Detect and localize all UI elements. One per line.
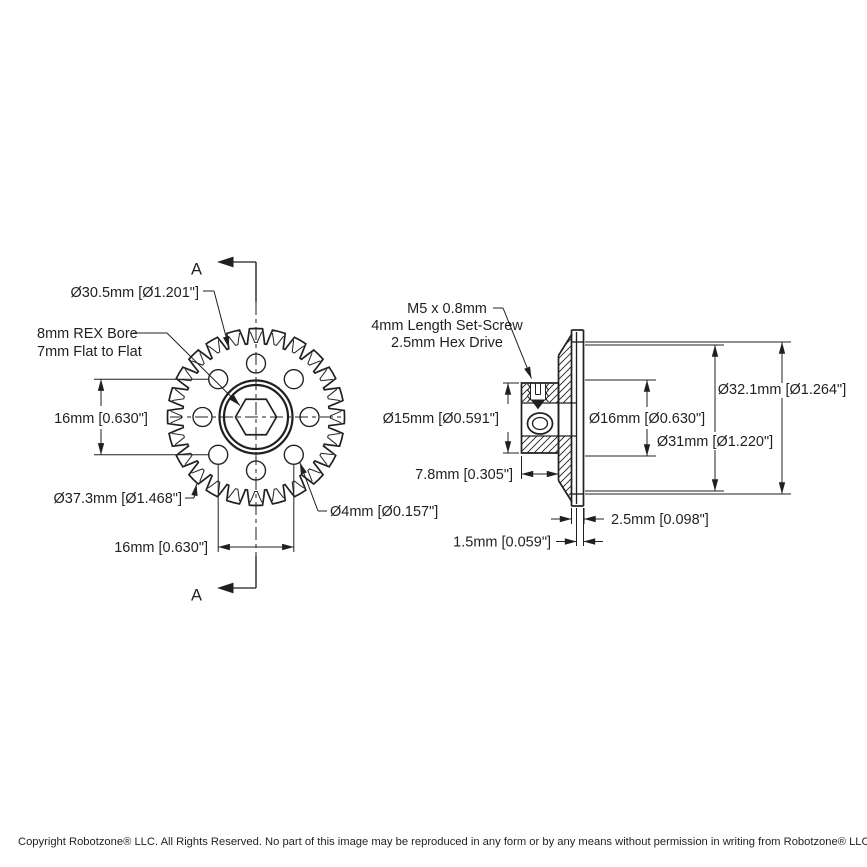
dim-text-inner-flange-diameter: Ø31mm [Ø1.220"] bbox=[657, 434, 773, 450]
label-rex-bore: 8mm REX Bore 7mm Flat to Flat bbox=[37, 326, 241, 406]
dim-inner-flange-diameter: Ø31mm [Ø1.220"] bbox=[585, 344, 773, 492]
dim-text-bore-boss-diameter: Ø16mm [Ø0.630"] bbox=[589, 411, 705, 427]
label-text-rex-bore-line2: 7mm Flat to Flat bbox=[37, 344, 142, 360]
section-hatching bbox=[522, 336, 572, 501]
label-set-screw: M5 x 0.8mm 4mm Length Set-Screw 2.5mm He… bbox=[371, 301, 532, 379]
set-screw bbox=[526, 383, 550, 410]
section-arrow-top-icon bbox=[217, 256, 234, 268]
dim-plate-thickness: 1.5mm [0.059"] bbox=[453, 508, 603, 551]
dim-text-hub-length: 7.8mm [0.305"] bbox=[415, 467, 513, 483]
label-root-diameter: Ø30.5mm [Ø1.201"] bbox=[71, 285, 230, 349]
dim-hub-diameter: Ø15mm [Ø0.591"] bbox=[383, 382, 519, 454]
dim-text-hole-spacing-horizontal: 16mm [0.630"] bbox=[114, 540, 208, 556]
section-line-a-a: A A bbox=[191, 256, 257, 605]
bolt-hole bbox=[245, 460, 267, 481]
dim-bore-boss-diameter: Ø16mm [Ø0.630"] bbox=[585, 379, 705, 457]
label-hole-diameter: Ø4mm [Ø0.157"] bbox=[299, 462, 438, 520]
dim-outer-diameter-section: Ø32.1mm [Ø1.264"] bbox=[585, 341, 846, 495]
label-text-set-screw-line2: 4mm Length Set-Screw bbox=[371, 318, 523, 334]
bolt-hole bbox=[283, 444, 304, 465]
dim-text-plate-thickness: 1.5mm [0.059"] bbox=[453, 535, 551, 551]
label-text-outer-diameter: Ø37.3mm [Ø1.468"] bbox=[54, 491, 182, 507]
label-outer-diameter: Ø37.3mm [Ø1.468"] bbox=[54, 483, 198, 507]
dim-hole-spacing-vertical: 16mm [0.630"] bbox=[54, 378, 210, 456]
front-view: A A 16mm [0.630"] 16mm [0.630"] Ø30.5mm … bbox=[37, 256, 438, 605]
gear-flange-section bbox=[557, 329, 585, 507]
gear-teeth-bevel-lines bbox=[170, 331, 342, 503]
dim-hole-spacing-horizontal: 16mm [0.630"] bbox=[114, 465, 295, 556]
section-label-top: A bbox=[191, 261, 202, 279]
bore-feature-inner bbox=[531, 416, 549, 431]
hex-bore bbox=[234, 398, 278, 436]
hub-inner-circle bbox=[222, 383, 290, 451]
label-text-hole-diameter: Ø4mm [Ø0.157"] bbox=[330, 504, 438, 520]
label-text-set-screw-line1: M5 x 0.8mm bbox=[407, 301, 487, 317]
label-text-rex-bore-line1: 8mm REX Bore bbox=[37, 326, 138, 342]
label-text-set-screw-line3: 2.5mm Hex Drive bbox=[391, 335, 503, 351]
copyright-text: Copyright Robotzone® LLC. All Rights Res… bbox=[18, 836, 867, 848]
bolt-hole bbox=[299, 406, 320, 428]
bolt-hole bbox=[192, 406, 213, 428]
bore-feature-outer bbox=[526, 412, 554, 435]
label-text-root-diameter: Ø30.5mm [Ø1.201"] bbox=[71, 285, 199, 301]
dim-text-hole-spacing-vertical: 16mm [0.630"] bbox=[54, 411, 148, 427]
dim-gear-width: 2.5mm [0.098"] bbox=[551, 508, 709, 528]
dim-text-hub-diameter: Ø15mm [Ø0.591"] bbox=[383, 411, 499, 427]
dim-hub-length: 7.8mm [0.305"] bbox=[415, 456, 559, 483]
section-label-bottom: A bbox=[191, 587, 202, 605]
set-screw-cone-tip bbox=[531, 400, 545, 410]
bolt-hole bbox=[245, 353, 267, 374]
section-arrow-bottom-icon bbox=[217, 582, 234, 594]
section-view: M5 x 0.8mm 4mm Length Set-Screw 2.5mm He… bbox=[371, 301, 846, 551]
dim-text-gear-width: 2.5mm [0.098"] bbox=[611, 512, 709, 528]
dim-text-outer-diameter-section: Ø32.1mm [Ø1.264"] bbox=[718, 382, 846, 398]
hub-outer-circle bbox=[218, 379, 294, 455]
bolt-hole bbox=[283, 369, 304, 390]
